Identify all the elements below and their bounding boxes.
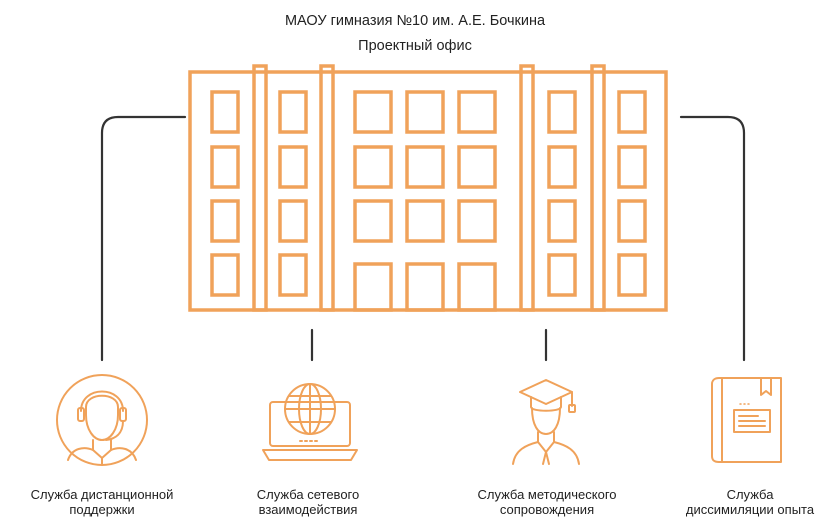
- window: [353, 199, 393, 243]
- connector-lines: [100, 115, 746, 362]
- service-caption-experience-dissemination: Служба диссимиляции опыта: [640, 487, 830, 517]
- caption-line: диссимиляции опыта: [685, 502, 815, 517]
- building-pilaster: [519, 64, 535, 312]
- caption-line: сопровождения: [499, 502, 595, 517]
- window: [547, 90, 577, 134]
- caption-line: Служба дистанционной: [30, 487, 174, 502]
- window: [278, 253, 308, 297]
- window: [457, 145, 497, 189]
- building-pilaster: [252, 64, 268, 312]
- window: [210, 253, 240, 297]
- caption-line: поддержки: [69, 502, 135, 517]
- caption-line: Служба: [726, 487, 774, 502]
- door: [353, 262, 393, 312]
- caption-line: Служба сетевого: [256, 487, 360, 502]
- window: [210, 90, 240, 134]
- window: [457, 90, 497, 134]
- window: [278, 199, 308, 243]
- window: [278, 145, 308, 189]
- school-building-icon: [188, 64, 668, 312]
- building-outline: [188, 70, 668, 312]
- window: [547, 253, 577, 297]
- window: [353, 145, 393, 189]
- service-caption-network-interaction: Служба сетевого взаимодействия: [198, 487, 418, 517]
- window: [405, 90, 445, 134]
- caption-line: Служба методического: [477, 487, 617, 502]
- window: [617, 199, 647, 243]
- connector-left: [100, 115, 187, 362]
- book-icon: [711, 377, 782, 463]
- building-pilaster: [319, 64, 335, 312]
- page-subtitle: Проектный офис: [358, 38, 472, 54]
- window: [210, 199, 240, 243]
- window: [457, 199, 497, 243]
- page-title: МАОУ гимназия №10 им. А.Е. Бочкина: [284, 13, 546, 29]
- window: [617, 253, 647, 297]
- caption-line: взаимодействия: [258, 502, 358, 517]
- window: [405, 145, 445, 189]
- headset-operator-icon: [56, 374, 148, 466]
- window: [210, 145, 240, 189]
- door: [405, 262, 445, 312]
- window: [547, 145, 577, 189]
- graduate-student-icon: [512, 379, 580, 465]
- window: [278, 90, 308, 134]
- laptop-globe-icon: [262, 383, 358, 461]
- window: [617, 90, 647, 134]
- service-caption-distance-support: Служба дистанционной поддержки: [0, 487, 212, 517]
- window: [405, 199, 445, 243]
- connector-right: [679, 115, 746, 362]
- window: [617, 145, 647, 189]
- window: [353, 90, 393, 134]
- door: [457, 262, 497, 312]
- window: [547, 199, 577, 243]
- service-caption-methodical-support: Служба методического сопровождения: [437, 487, 657, 517]
- building-pilaster: [590, 64, 606, 312]
